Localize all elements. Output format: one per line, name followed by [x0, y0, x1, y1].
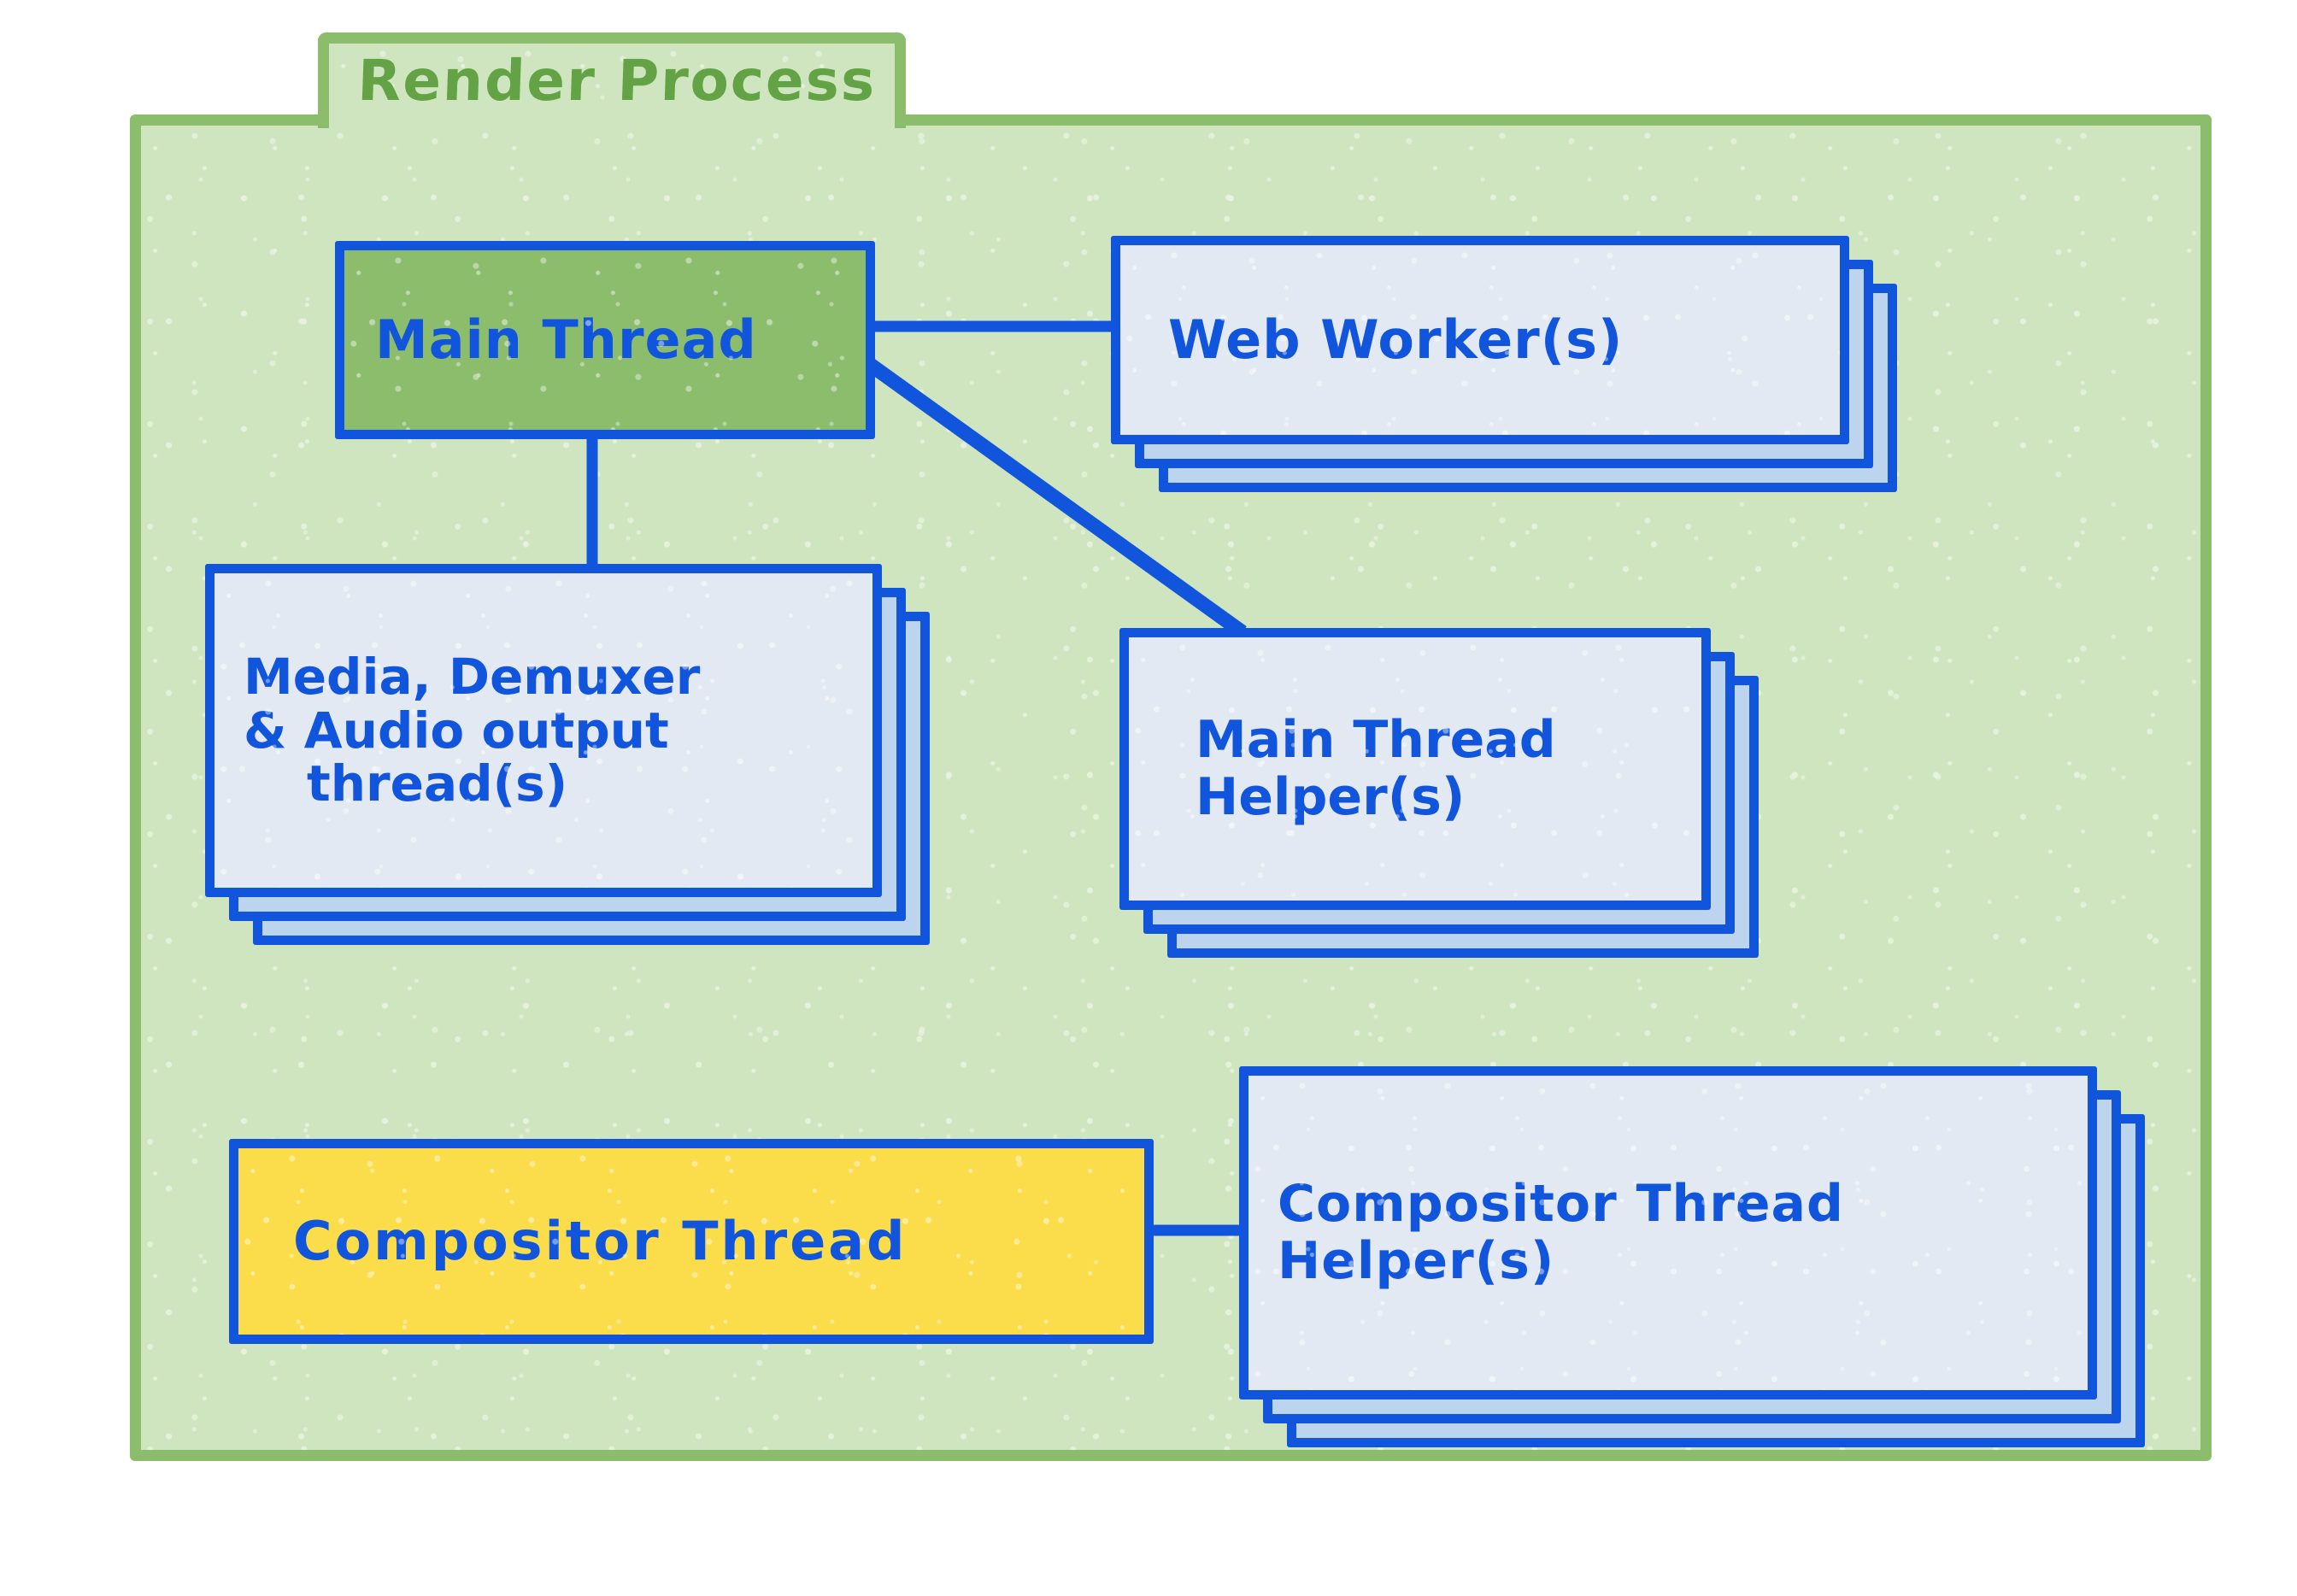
- web-worker-box[interactable]: Web Worker(s): [1111, 236, 1849, 444]
- node-web-worker[interactable]: Web Worker(s): [1111, 236, 1897, 492]
- node-compositor-thread[interactable]: Compositor Thread: [229, 1139, 1154, 1344]
- compositor-helper-label-line-1: Compositor Thread: [1278, 1173, 1844, 1234]
- media-thread-label-line-2: & Audio output: [244, 701, 669, 760]
- compositor-thread-box[interactable]: Compositor Thread: [229, 1139, 1154, 1344]
- main-thread-label: Main Thread: [375, 308, 757, 372]
- media-thread-box[interactable]: Media, Demuxer & Audio output thread(s): [205, 564, 882, 897]
- main-thread-helper-label-line-2: Helper(s): [1195, 767, 1466, 827]
- media-thread-label: Media, Demuxer & Audio output thread(s): [214, 573, 872, 888]
- container-tab-seam: [329, 109, 895, 132]
- media-thread-label-line-1: Media, Demuxer: [244, 648, 701, 707]
- node-compositor-thread-helper[interactable]: Compositor Thread Helper(s): [1239, 1066, 2145, 1451]
- main-thread-box[interactable]: Main Thread: [335, 241, 875, 439]
- compositor-thread-label: Compositor Thread: [293, 1210, 908, 1273]
- compositor-helper-label: Compositor Thread Helper(s): [1248, 1076, 2088, 1390]
- node-main-thread-helper[interactable]: Main Thread Helper(s): [1119, 628, 1803, 961]
- media-thread-label-line-3: thread(s): [307, 754, 568, 813]
- node-main-thread[interactable]: Main Thread: [335, 241, 875, 439]
- page-title: Render Process: [356, 48, 878, 114]
- node-media-demuxer-audio[interactable]: Media, Demuxer & Audio output thread(s): [205, 564, 974, 948]
- main-thread-helper-label-line-1: Main Thread: [1195, 709, 1556, 770]
- compositor-helper-box[interactable]: Compositor Thread Helper(s): [1239, 1066, 2097, 1399]
- main-thread-helper-label: Main Thread Helper(s): [1129, 637, 1701, 901]
- web-worker-label: Web Worker(s): [1168, 308, 1624, 372]
- main-thread-helper-box[interactable]: Main Thread Helper(s): [1119, 628, 1711, 910]
- compositor-helper-label-line-2: Helper(s): [1278, 1231, 1555, 1291]
